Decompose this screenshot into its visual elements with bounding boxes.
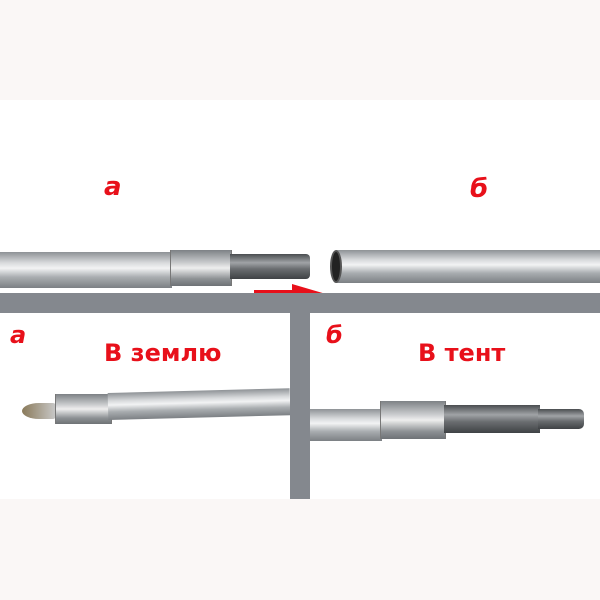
pole-left xyxy=(0,252,172,288)
pole-left-pin xyxy=(230,254,310,279)
pole-shaft xyxy=(310,409,382,441)
bottom-left-caption: В землю xyxy=(104,339,222,367)
bottom-left-panel: а В землю xyxy=(0,313,291,499)
top-photo-panel: а б xyxy=(0,100,600,304)
pole-pin-narrow xyxy=(538,409,584,429)
bottom-right-letter: б xyxy=(326,321,343,349)
pole-shaft xyxy=(107,388,291,420)
horizontal-divider xyxy=(0,293,600,313)
pole-right-tube xyxy=(336,250,600,283)
label-a: а xyxy=(104,172,122,202)
pole-right-opening xyxy=(330,250,342,283)
bottom-left-letter: а xyxy=(10,321,27,349)
pole-left-collar xyxy=(170,250,232,286)
pole-tip xyxy=(22,403,56,419)
label-b: б xyxy=(470,174,489,204)
bottom-right-caption: В тент xyxy=(418,339,506,367)
pole-collar xyxy=(55,394,112,424)
pole-collar xyxy=(380,401,446,439)
vertical-divider xyxy=(290,313,310,499)
bottom-right-panel: б В тент xyxy=(310,313,600,499)
pole-pin-wide xyxy=(444,405,540,433)
